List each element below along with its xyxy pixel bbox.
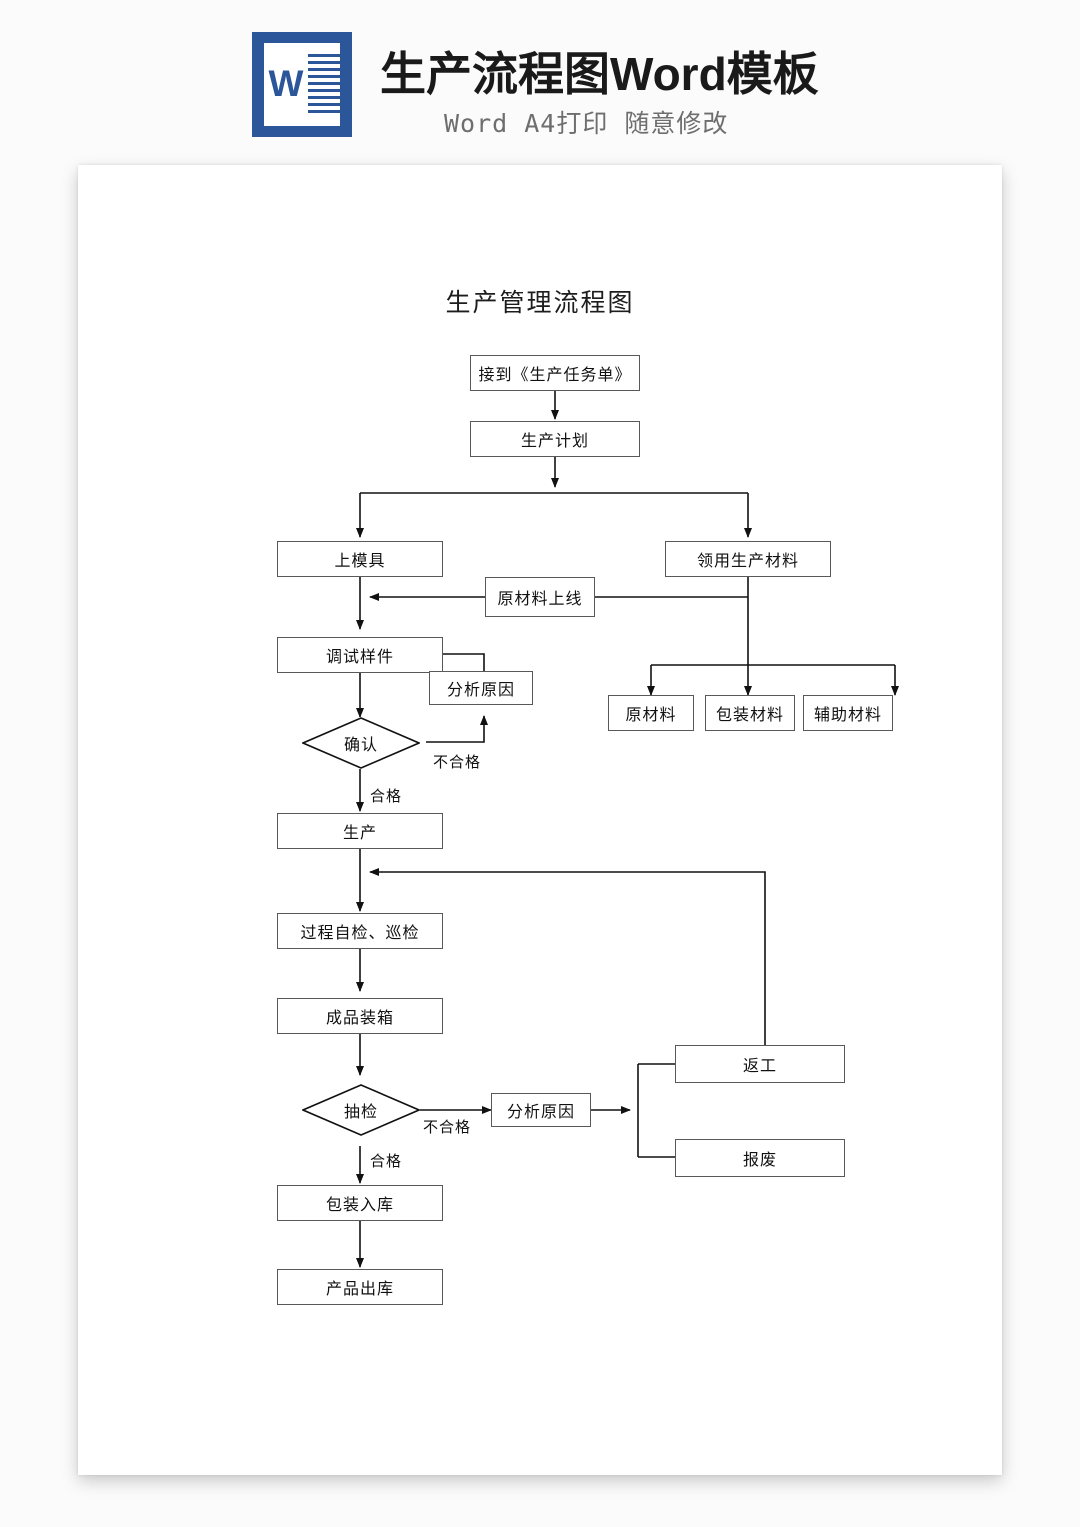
node-label: 接到《生产任务单》: [478, 365, 632, 384]
edge-label-sampling-pass: 合格: [370, 1152, 403, 1170]
page-title: 生产流程图Word模板: [380, 48, 819, 100]
edge-label-confirm-fail: 不合格: [433, 753, 482, 771]
page-header: W 生产流程图Word模板 Word A4打印 随意修改: [0, 0, 1080, 160]
node-label: 成品装箱: [325, 1008, 394, 1027]
node-label: 调试样件: [325, 647, 394, 666]
node-production-plan[interactable]: 生产计划: [470, 421, 640, 457]
node-label: 过程自检、巡检: [300, 923, 420, 942]
node-label: 报废: [742, 1150, 777, 1169]
flowchart-title: 生产管理流程图: [445, 288, 635, 317]
node-packaging-warehousing[interactable]: 包装入库: [277, 1185, 443, 1221]
node-label: 生产: [342, 823, 377, 842]
word-document-icon: W: [252, 32, 352, 137]
word-icon-fold: [264, 43, 304, 126]
node-receive-task-order[interactable]: 接到《生产任务单》: [470, 355, 640, 391]
page-subtitle: Word A4打印 随意修改: [444, 109, 729, 138]
node-label: 包装材料: [715, 705, 784, 724]
node-raw-material-online[interactable]: 原材料上线: [485, 577, 595, 617]
node-label: 原材料: [625, 705, 677, 724]
node-label: 上模具: [334, 551, 386, 570]
node-label: 产品出库: [325, 1279, 394, 1298]
node-label: 领用生产材料: [696, 551, 799, 570]
document-sheet: 生产管理流程图: [78, 165, 1002, 1475]
node-label: 原材料上线: [497, 589, 583, 608]
node-label: 分析原因: [446, 680, 515, 699]
node-label: 分析原因: [506, 1102, 575, 1121]
word-icon-text-lines: [308, 54, 340, 116]
node-finished-goods-packing[interactable]: 成品装箱: [277, 998, 443, 1034]
node-debug-sample[interactable]: 调试样件: [277, 637, 443, 673]
flowchart-canvas: 生产管理流程图: [78, 165, 1002, 1475]
node-label: 确认: [343, 735, 378, 754]
node-label: 生产计划: [520, 431, 589, 450]
word-icon-letter: W: [268, 63, 304, 104]
node-raw-material[interactable]: 原材料: [608, 695, 694, 731]
node-label: 包装入库: [325, 1195, 394, 1214]
node-mount-mold[interactable]: 上模具: [277, 541, 443, 577]
node-confirm-decision[interactable]: 确认: [302, 717, 420, 769]
node-auxiliary-material[interactable]: 辅助材料: [803, 695, 893, 731]
node-analyze-cause-upper[interactable]: 分析原因: [429, 671, 533, 705]
node-requisition-materials[interactable]: 领用生产材料: [665, 541, 831, 577]
node-packaging-material[interactable]: 包装材料: [705, 695, 795, 731]
node-label: 辅助材料: [813, 705, 882, 724]
node-sampling-decision[interactable]: 抽检: [302, 1084, 420, 1136]
node-analyze-cause-lower[interactable]: 分析原因: [491, 1093, 591, 1127]
node-production[interactable]: 生产: [277, 813, 443, 849]
node-rework[interactable]: 返工: [675, 1045, 845, 1083]
edge-label-sampling-fail: 不合格: [423, 1118, 472, 1136]
node-scrap[interactable]: 报废: [675, 1139, 845, 1177]
edge-label-confirm-pass: 合格: [370, 787, 403, 805]
node-process-self-inspection[interactable]: 过程自检、巡检: [277, 913, 443, 949]
node-product-outbound[interactable]: 产品出库: [277, 1269, 443, 1305]
node-label: 抽检: [343, 1102, 378, 1121]
node-label: 返工: [742, 1056, 777, 1075]
